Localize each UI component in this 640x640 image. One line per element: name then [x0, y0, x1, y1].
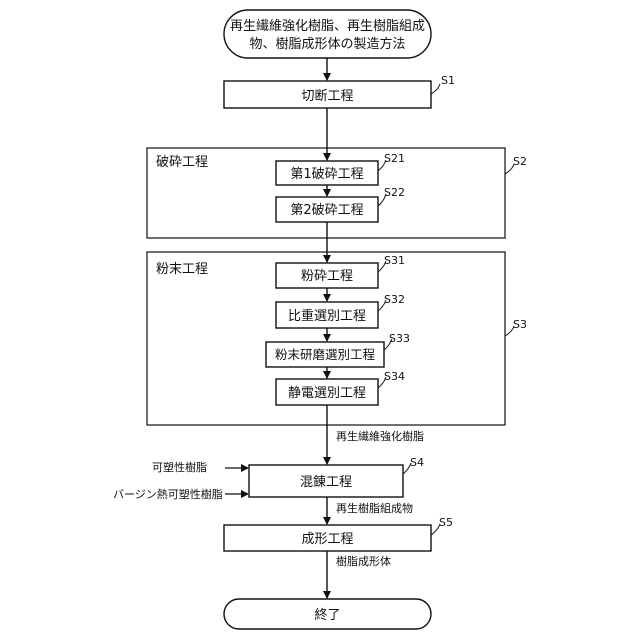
flow-label-after-s4: 再生樹脂組成物: [336, 501, 413, 515]
step-s34-label: 静電選別工程: [288, 386, 366, 401]
group-s2-tag: S2: [513, 155, 527, 168]
group-s2-label: 破砕工程: [156, 155, 208, 170]
step-s21-tag: S21: [384, 152, 405, 165]
step-s4-tag: S4: [410, 456, 424, 469]
step-s1-tag: S1: [441, 74, 455, 87]
flow-label-after-s3: 再生繊維強化樹脂: [336, 429, 424, 443]
group-s3-tag: S3: [513, 318, 527, 331]
step-s5-label: 成形工程: [301, 532, 353, 547]
end-text: 終了: [314, 607, 340, 623]
input-plastic-resin-label: 可塑性樹脂: [152, 460, 207, 474]
input-virgin-thermoplastic-label: バージン熱可塑性樹脂: [113, 487, 223, 501]
step-s5-tag: S5: [439, 516, 453, 529]
step-s32-label: 比重選別工程: [288, 308, 366, 324]
step-s33-label: 粉末研磨選別工程: [275, 347, 376, 362]
step-s32-tag: S32: [384, 293, 405, 306]
step-s31-tag: S31: [384, 254, 405, 267]
step-s22-tag: S22: [384, 186, 405, 199]
step-s31-label: 粉砕工程: [301, 269, 353, 284]
step-s4-label: 混錬工程: [300, 475, 352, 490]
step-s22-label: 第2破砕工程: [290, 203, 363, 218]
start-text-line-1: 再生繊維強化樹脂、再生樹脂組成: [230, 18, 425, 34]
step-s33-tag: S33: [389, 332, 410, 345]
group-s3-label: 粉末工程: [156, 262, 208, 277]
step-s1-leader: [431, 84, 440, 94]
step-s21-label: 第1破砕工程: [290, 167, 363, 182]
step-s1-label: 切断工程: [301, 89, 353, 104]
start-text-line-2: 物、樹脂成形体の製造方法: [249, 36, 405, 52]
flow-label-after-s5: 樹脂成形体: [336, 554, 391, 568]
step-s34-tag: S34: [384, 370, 405, 383]
